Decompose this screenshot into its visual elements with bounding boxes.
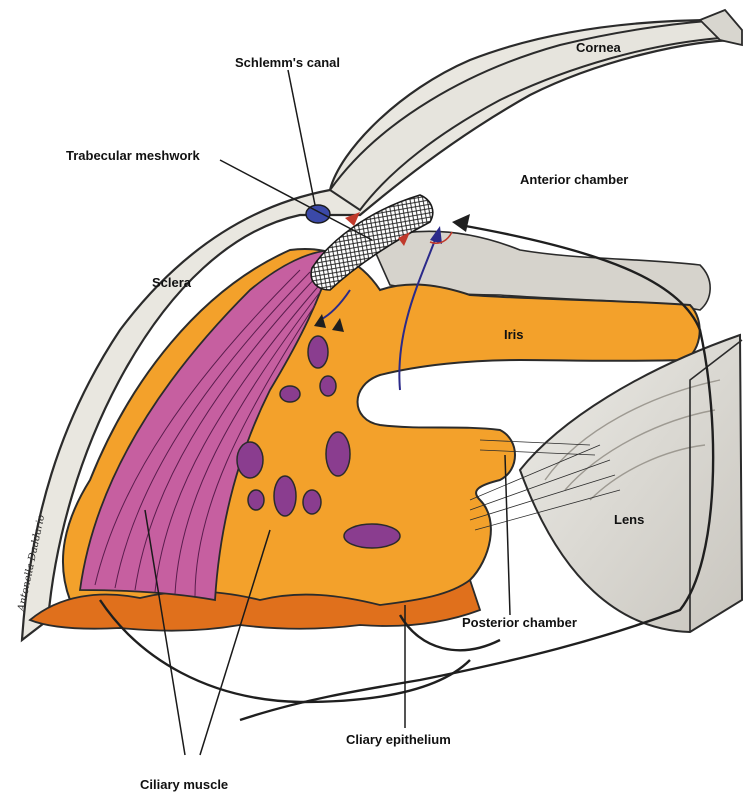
- label-sclera: Sclera: [152, 275, 191, 290]
- leader-schlemms-canal: [288, 70, 315, 205]
- label-posterior-chamber: Posterior chamber: [462, 615, 577, 630]
- label-iris: Iris: [504, 327, 524, 342]
- label-schlemms-canal: Schlemm's canal: [235, 55, 340, 70]
- label-trabecular-meshwork: Trabecular meshwork: [66, 148, 200, 163]
- label-anterior-chamber: Anterior chamber: [520, 172, 628, 187]
- label-ciliary-muscle: Ciliary muscle: [140, 777, 228, 792]
- label-lens: Lens: [614, 512, 644, 527]
- label-ciliary-epithelium: Cliary epithelium: [346, 732, 451, 747]
- label-cornea: Cornea: [576, 40, 621, 55]
- leader-posterior-chamber: [505, 455, 510, 615]
